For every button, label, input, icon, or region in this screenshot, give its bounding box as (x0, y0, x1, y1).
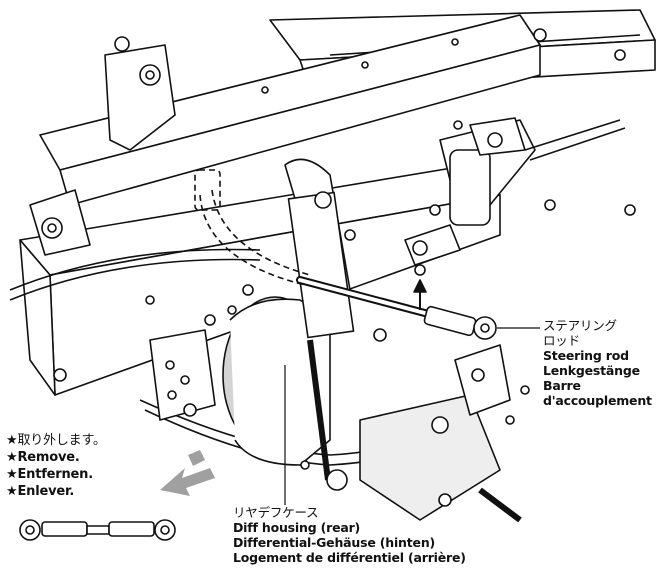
front-axle (359, 344, 530, 523)
steering-rod-label-fr-2: d'accouplement (543, 393, 652, 408)
removal-path-dashes (194, 169, 311, 286)
spring-hanger-left (29, 189, 91, 256)
shock-mount-bracket (104, 36, 176, 151)
diff-housing-label-en: Diff housing (rear) (233, 520, 361, 535)
remove-instruction: ★取り外します。 ★Remove. ★Entfernen. ★Enlever. (6, 432, 106, 500)
steering-rod-label-ja-2: ロッド (543, 333, 580, 348)
diff-housing-label-de: Differential-Gehäuse (hinten) (233, 535, 436, 550)
star-icon: ★ (6, 450, 18, 465)
remove-instruction-de: ★Entfernen. (6, 467, 93, 482)
steering-knuckle (439, 117, 626, 226)
leader-lines (284, 327, 540, 505)
left-frame-rail (39, 14, 541, 206)
shock-absorber (284, 158, 355, 491)
steering-rod-label-fr-1: Barre (543, 378, 581, 393)
remove-instruction-en: ★Remove. (6, 450, 80, 465)
steering-rod-label-en: Steering rod (543, 348, 629, 363)
steering-rod (296, 276, 497, 340)
steering-rod-label-ja-1: ステアリング (543, 318, 617, 333)
up-arrow-icon (413, 279, 427, 310)
diff-housing-label-ja: リヤデフケース (233, 505, 319, 520)
star-icon: ★ (6, 484, 18, 499)
diff-housing-label-fr: Logement de différentiel (arrière) (233, 550, 466, 565)
star-icon: ★ (6, 433, 18, 448)
diff-housing (222, 296, 331, 470)
bolts (242, 28, 636, 342)
diff-housing-label: リヤデフケース Diff housing (rear) Differential… (233, 505, 466, 565)
star-icon: ★ (6, 467, 18, 482)
remove-instruction-fr: ★Enlever. (6, 484, 75, 499)
spring-shackle (149, 329, 216, 421)
removal-arrow-icon (160, 450, 215, 496)
steering-rod-label-de: Lenkgestänge (543, 363, 640, 378)
remove-instruction-ja: ★取り外します。 (6, 433, 106, 448)
removed-rod-illustration (19, 519, 176, 541)
steering-arm (404, 224, 461, 276)
steering-rod-label: ステアリング ロッド Steering rod Lenkgestänge Bar… (543, 318, 652, 408)
